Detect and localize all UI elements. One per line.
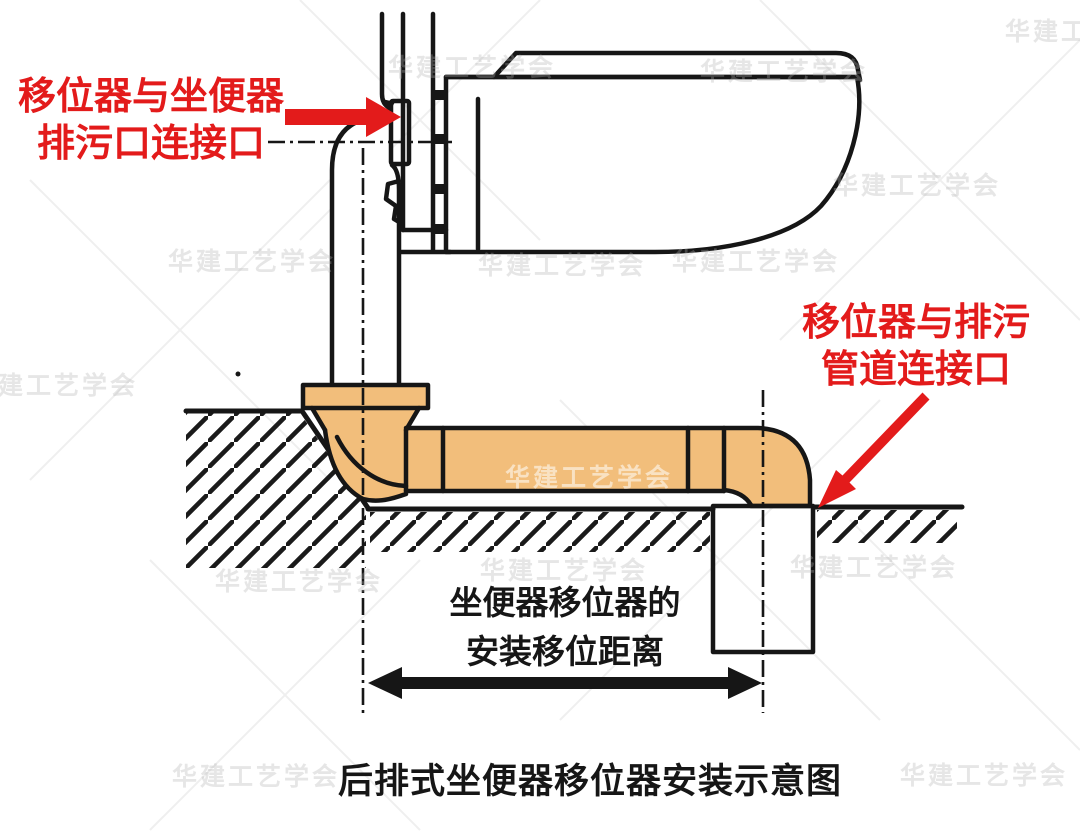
- flange: [303, 385, 428, 408]
- mounting-ticks: [433, 90, 446, 234]
- pipe-coupling-right: [688, 428, 725, 492]
- right-annotation-arrow: [818, 392, 930, 508]
- label-left-connector-line1: 移位器与坐便器: [17, 76, 284, 118]
- mid-ground-hatch: [370, 512, 710, 552]
- label-right-connector-line2: 管道连接口: [820, 349, 1011, 391]
- label-dimension: 坐便器移位器的 安装移位距离: [400, 578, 730, 676]
- label-left-connector-line2: 排污口连接口: [36, 123, 265, 165]
- elbow-right: [724, 428, 810, 506]
- outlet-connector: [388, 98, 412, 167]
- label-right-connector-line1: 移位器与排污: [801, 302, 1030, 344]
- right-ground-hatch: [817, 510, 957, 543]
- offset-pipe-assembly: [300, 382, 813, 509]
- ground-section: [183, 408, 965, 568]
- connector-clip: [383, 178, 402, 225]
- label-dimension-line2: 安装移位距离: [466, 633, 664, 670]
- label-left-connector: 移位器与坐便器 排污口连接口: [4, 74, 298, 168]
- diagram-caption: 后排式坐便器移位器安装示意图: [337, 762, 842, 801]
- dimension-arrow: [368, 667, 762, 699]
- toilet-seat: [491, 50, 863, 83]
- speck: [235, 371, 241, 377]
- toilet-body: [443, 74, 862, 255]
- horizontal-pipe: [403, 428, 689, 491]
- label-right-connector: 移位器与排污 管道连接口: [798, 300, 1034, 394]
- left-ground-hatch: [186, 413, 366, 568]
- riser-pipe: [329, 98, 412, 393]
- toilet-drawing: [395, 50, 863, 255]
- label-dimension-line1: 坐便器移位器的: [449, 584, 681, 621]
- left-annotation-arrow: [285, 97, 401, 137]
- centerlines: [268, 140, 765, 713]
